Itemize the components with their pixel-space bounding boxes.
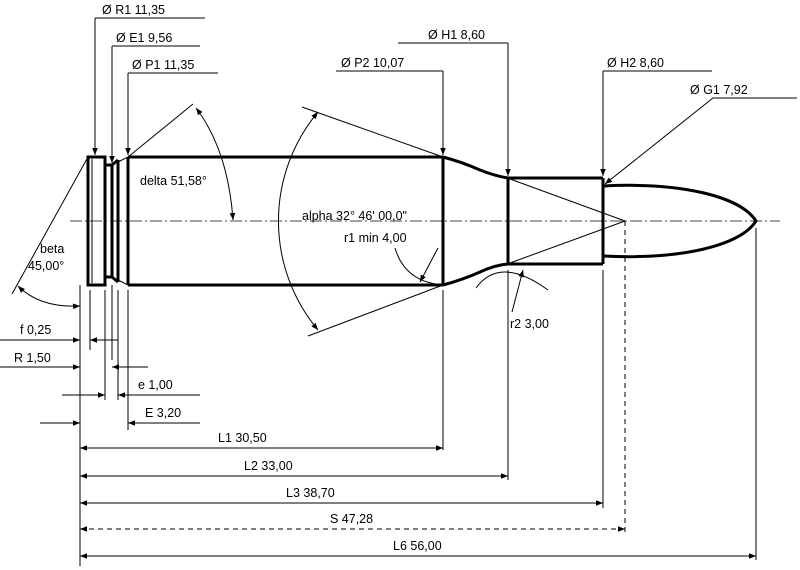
shoulder-top — [442, 155, 509, 180]
label-h1: Ø H1 8,60 — [428, 28, 485, 42]
label-p2: Ø P2 10,07 — [341, 56, 404, 70]
label-beta-name: beta — [40, 242, 64, 256]
label-big-e: E 3,20 — [145, 406, 181, 420]
cartridge-outline — [86, 155, 758, 287]
r2-leader — [511, 269, 524, 313]
r2-arc — [475, 271, 549, 291]
alpha-line-bottom — [307, 284, 444, 337]
label-r1: Ø R1 11,35 — [102, 3, 165, 17]
label-r2: r2 3,00 — [510, 317, 549, 331]
label-beta-value: 45,00° — [28, 259, 64, 273]
label-l6: L6 56,00 — [393, 539, 442, 553]
r1-arc — [394, 247, 444, 286]
label-e: e 1,00 — [138, 378, 173, 392]
r1-leader — [419, 247, 439, 283]
label-g1: Ø G1 7,92 — [690, 83, 748, 97]
label-delta: delta 51,58° — [140, 174, 207, 188]
label-h2: Ø H2 8,60 — [607, 56, 664, 70]
label-l3: L3 38,70 — [286, 486, 335, 500]
label-s: S 47,28 — [330, 512, 373, 526]
g1-leader-line — [604, 97, 797, 185]
small-dimensions — [0, 337, 200, 426]
label-e1: Ø E1 9,56 — [116, 31, 172, 45]
beta-line — [11, 156, 89, 295]
shoulder-bottom — [442, 262, 509, 287]
length-dimensions — [80, 445, 756, 559]
bullet — [602, 183, 758, 259]
label-l2: L2 33,00 — [244, 459, 293, 473]
label-l1: L1 30,50 — [218, 431, 267, 445]
delta-arc — [195, 107, 236, 221]
label-p1: Ø P1 11,35 — [132, 58, 194, 72]
label-r1-min: r1 min 4,00 — [344, 231, 407, 245]
beta-arc — [17, 285, 81, 310]
alpha-line-top — [301, 106, 444, 158]
alpha-arc — [277, 111, 319, 331]
rim — [86, 155, 107, 287]
label-alpha: alpha 32° 46' 00,0" — [302, 209, 407, 223]
label-f: f 0,25 — [20, 323, 51, 337]
label-r: R 1,50 — [14, 351, 51, 365]
delta-line — [127, 103, 194, 158]
